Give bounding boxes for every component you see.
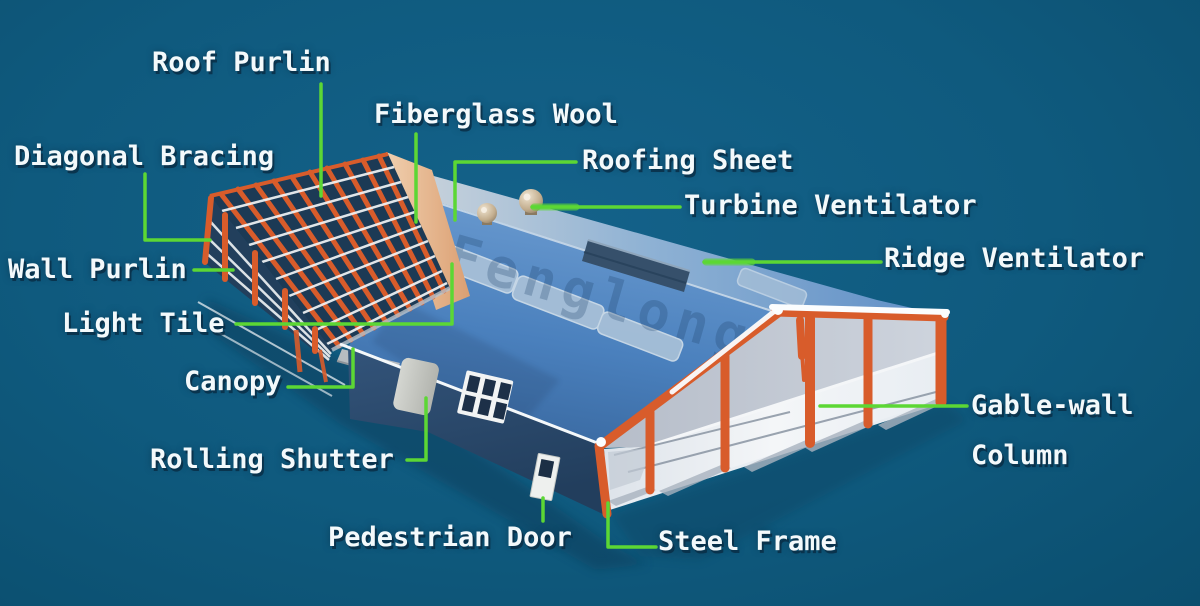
front-wall	[339, 342, 607, 516]
light-tile-strip-4	[736, 267, 808, 309]
interior-floor	[604, 352, 944, 510]
ridge-ventilator-unit	[582, 239, 691, 292]
leader-roofing-sheet	[453, 160, 578, 222]
leader-light-tile	[234, 262, 454, 326]
leader-rolling-shutter	[405, 396, 428, 462]
roof-purlins-white	[221, 165, 448, 346]
label-wall-purlin: Wall Purlin	[8, 254, 187, 285]
label-roof-purlin: Roof Purlin	[152, 47, 331, 78]
label-ridge-ventilator: Ridge Ventilator	[884, 243, 1145, 274]
label-fiberglass-wool: Fiberglass Wool	[374, 99, 618, 130]
label-pedestrian-door: Pedestrian Door	[328, 522, 572, 553]
hanging-frame-piece	[796, 316, 806, 360]
label-roofing-sheet: Roofing Sheet	[582, 145, 794, 176]
gable-interior	[604, 315, 946, 511]
roof-cloud-shadow	[372, 300, 560, 432]
label-rolling-shutter: Rolling Shutter	[150, 444, 394, 475]
label-canopy: Canopy	[184, 366, 282, 397]
skeleton-wall	[197, 195, 346, 397]
label-gable-wall-column: Gable-wall Column	[971, 390, 1134, 471]
pedestrian-door-shape	[529, 452, 561, 502]
label-steel-frame: Steel Frame	[658, 526, 837, 557]
light-tile-strip-3	[596, 311, 684, 362]
label-diagonal-bracing: Diagonal Bracing	[14, 141, 275, 172]
window-grid	[457, 370, 514, 424]
wall-columns-orange	[202, 195, 318, 354]
skeleton-corner-members	[197, 301, 346, 397]
hanging-frame-piece-tip	[800, 350, 806, 382]
interior-back-wall	[604, 315, 944, 448]
gable-top-beam	[770, 307, 949, 322]
turbine-ventilator-1	[477, 203, 497, 225]
front-corner-column	[594, 441, 612, 519]
leader-steel-frame	[606, 501, 658, 549]
fiberglass-wool-band	[386, 152, 470, 310]
light-tile-strips	[425, 239, 808, 362]
label-turbine-ventilator: Turbine Ventilator	[684, 190, 977, 221]
label-light-tile: Light Tile	[62, 308, 225, 339]
floor-corner-shadow	[608, 448, 652, 490]
roof-frame-rafters	[218, 153, 447, 349]
leader-lines	[143, 82, 969, 549]
ground-shadow-right	[612, 402, 968, 560]
leader-diagonal-bracing	[143, 172, 212, 242]
roof-edge-snow-caps	[596, 304, 950, 447]
leader-canopy	[286, 347, 355, 389]
skeleton-roof-grid	[209, 152, 451, 352]
